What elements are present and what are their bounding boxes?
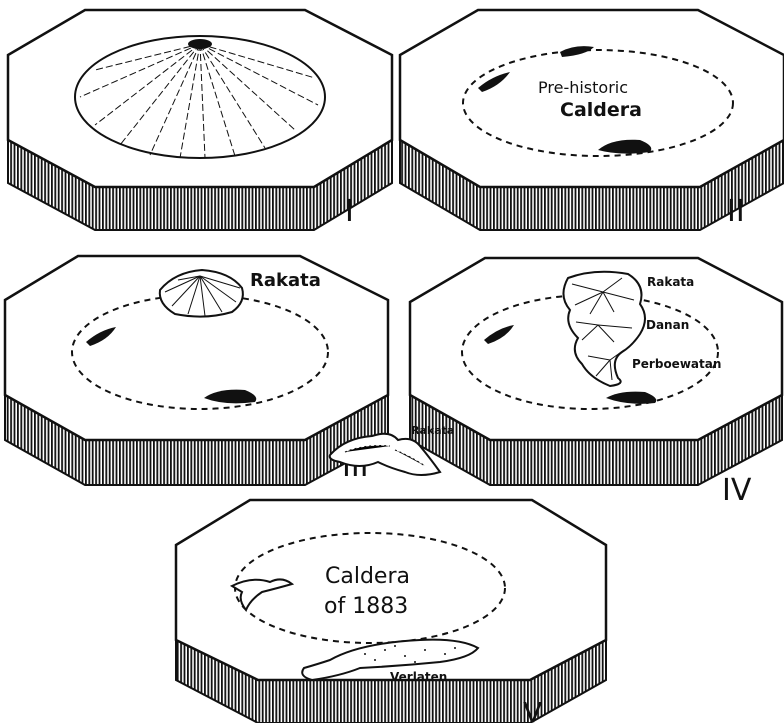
panel-numeral: II xyxy=(727,194,745,229)
volcano-cone xyxy=(75,36,325,158)
caldera-label-line1: Caldera xyxy=(325,564,410,589)
caldera-label-line2: of 1883 xyxy=(324,594,408,619)
rakata-label: Rakata xyxy=(647,275,694,289)
verlaten-label: Verlaten xyxy=(390,670,447,684)
panel-2: Pre-historic Caldera II xyxy=(400,10,784,230)
panel-3: Rakata III xyxy=(5,256,388,485)
caldera-label-line1: Pre-historic xyxy=(538,78,628,97)
rakata-label: Rakata xyxy=(250,270,321,291)
caldera-label-line2: Caldera xyxy=(560,99,642,121)
danan-label: Danan xyxy=(646,318,689,332)
perboewatan-label: Perboewatan xyxy=(632,357,721,371)
panel-numeral: V xyxy=(523,696,542,723)
panel-numeral: I xyxy=(345,194,354,229)
rakata-label: Rakata xyxy=(411,424,454,437)
panel-numeral: IV xyxy=(722,473,752,508)
panel-4: Rakata Danan Perboewatan IV xyxy=(410,258,782,508)
panel-1: I xyxy=(8,10,392,230)
